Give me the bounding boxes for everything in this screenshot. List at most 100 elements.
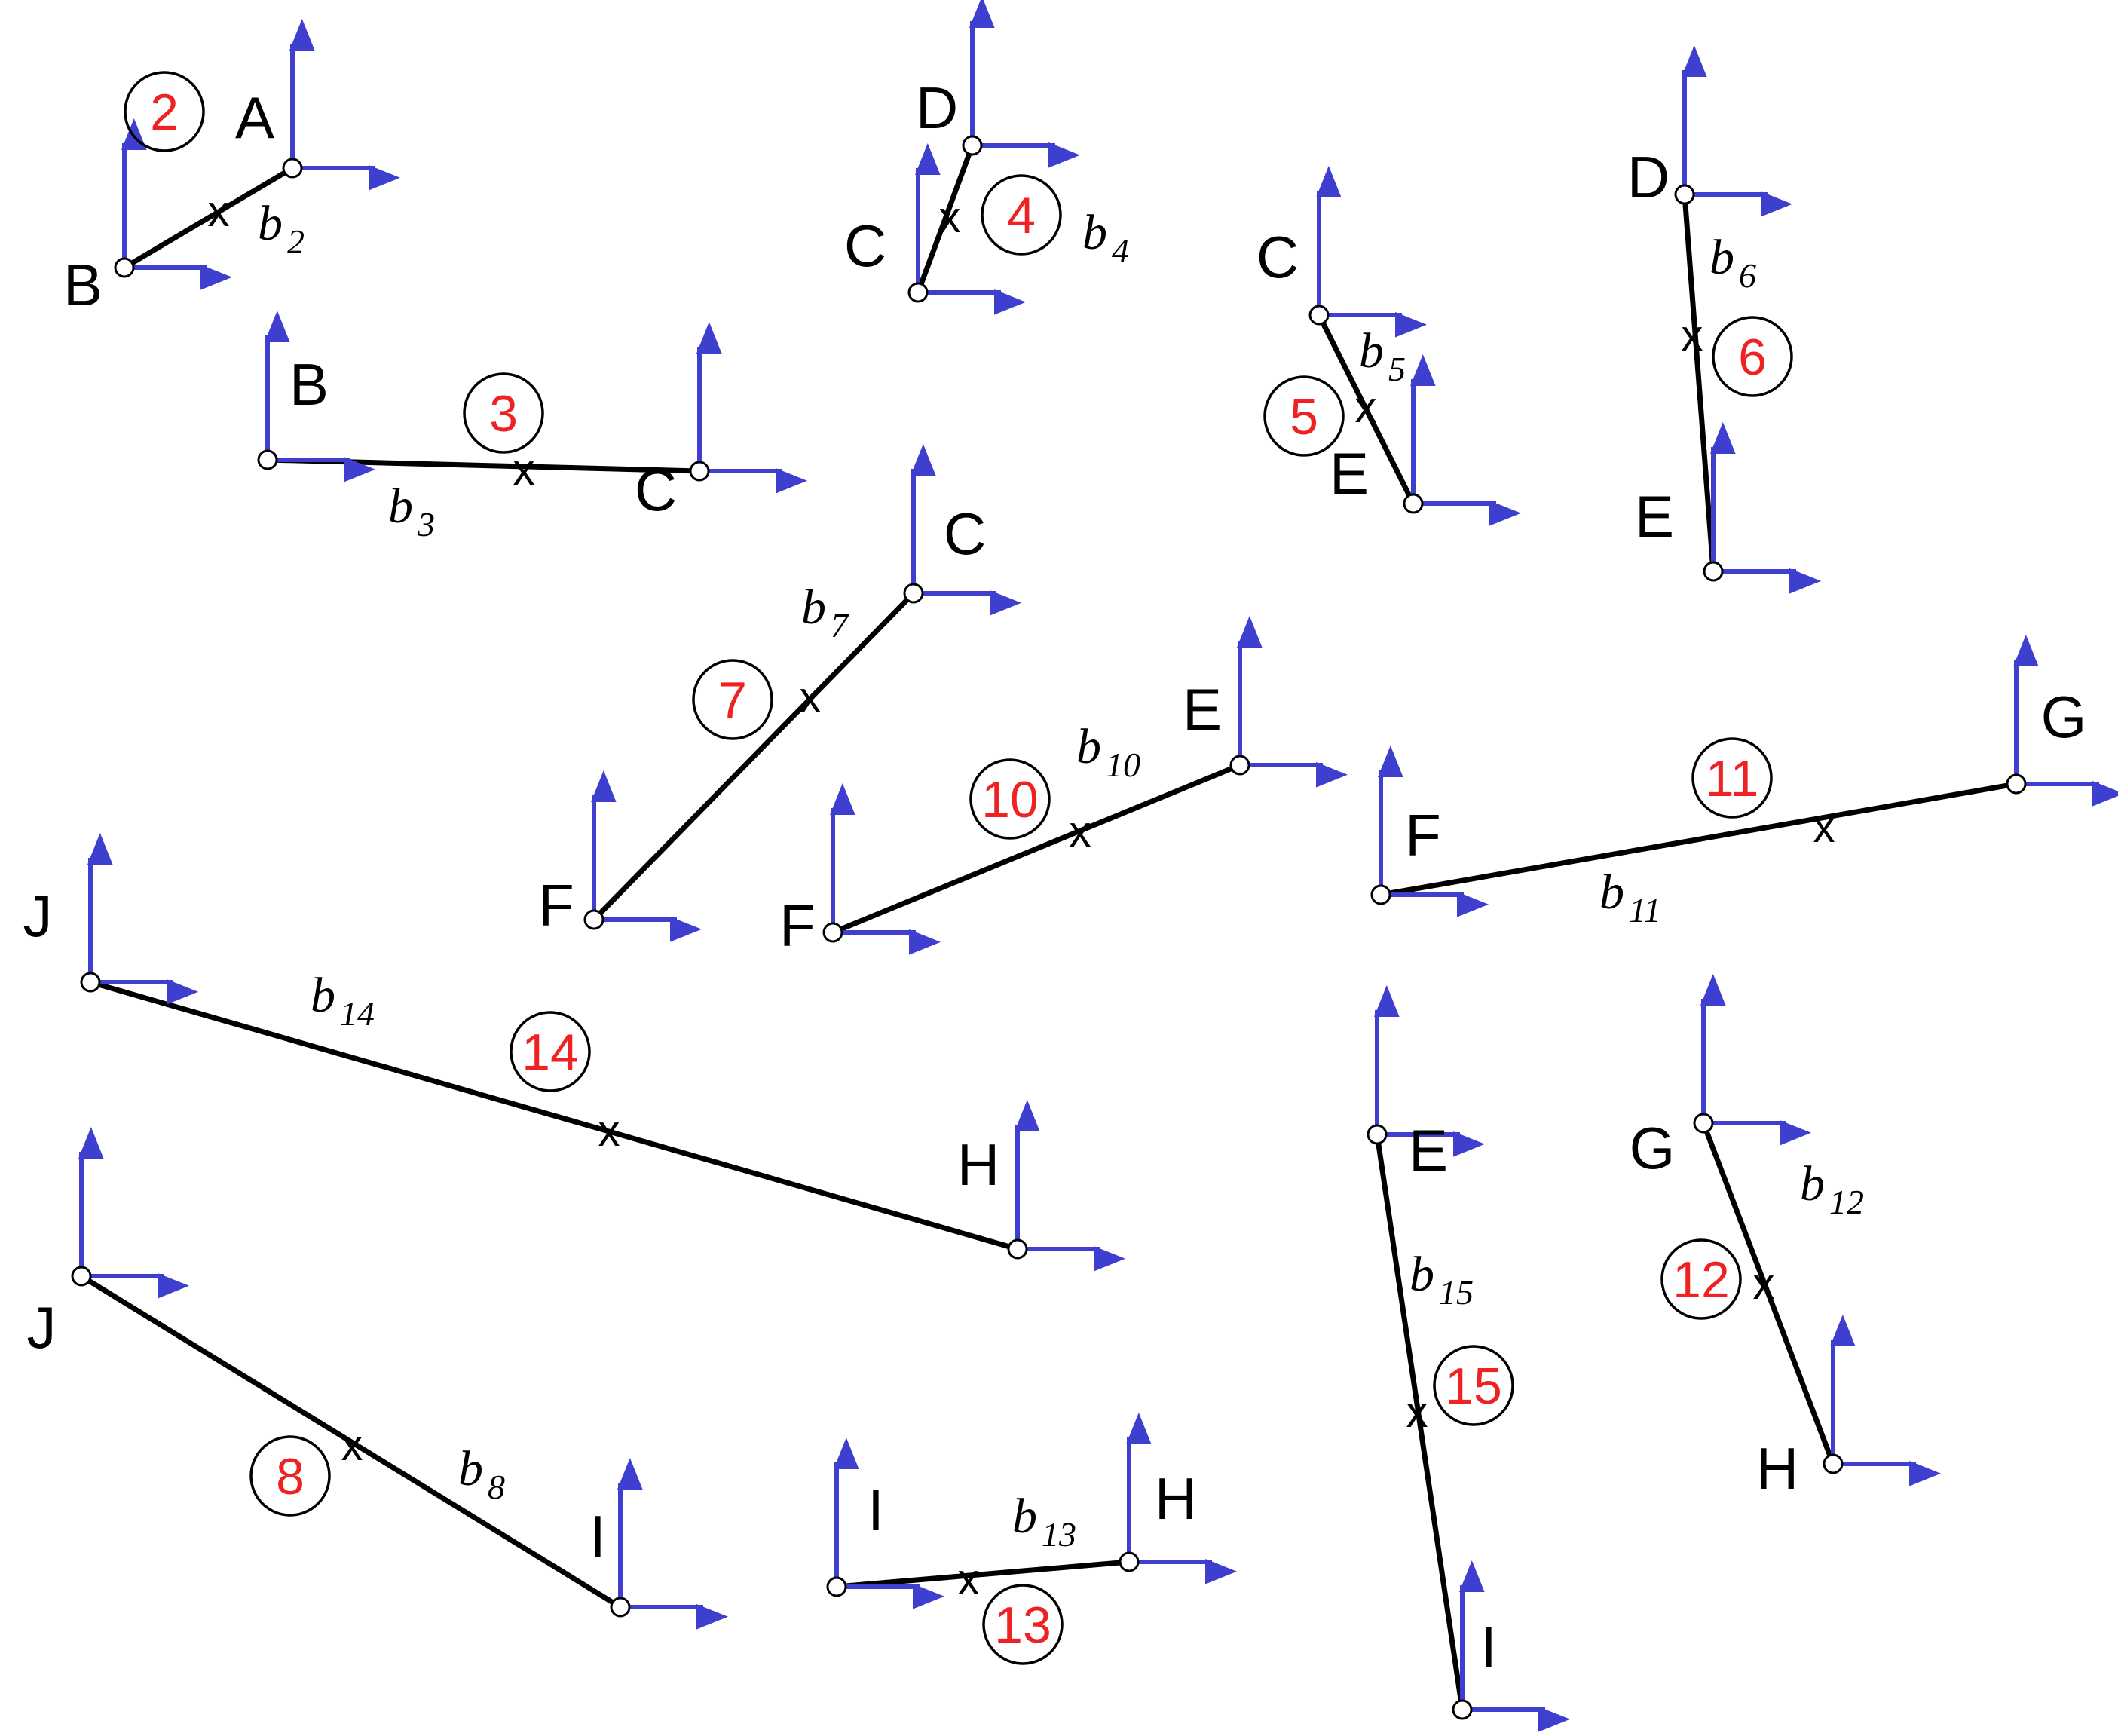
member-line (591, 590, 917, 923)
start-node (257, 449, 278, 470)
midpoint-marker: x (208, 187, 230, 236)
end-node-label: C (635, 457, 677, 523)
end-node (903, 583, 924, 604)
member-line (915, 142, 975, 295)
end-node (689, 461, 710, 482)
element-number: 14 (522, 1024, 579, 1081)
midpoint-marker: x (939, 193, 961, 242)
midpoint-marker: x (513, 445, 535, 494)
member-line (78, 1273, 623, 1610)
element-number: 7 (718, 672, 747, 729)
end-node (1119, 1551, 1140, 1572)
element-number: 11 (1706, 750, 1759, 807)
end-node-label: E (1635, 483, 1674, 550)
element-number-circle (124, 71, 205, 152)
member-line (87, 979, 1021, 1252)
start-node-label: D (1627, 144, 1670, 210)
start-node-label: F (1405, 802, 1441, 868)
end-node-label: E (1330, 440, 1369, 507)
element-number: 4 (1007, 187, 1036, 244)
midpoint-marker: x (1682, 311, 1703, 360)
start-node (583, 909, 604, 930)
element-number-circle (1712, 316, 1793, 397)
element-number: 13 (994, 1597, 1051, 1654)
midpoint-marker: x (958, 1555, 980, 1604)
element-number-circle (1433, 1345, 1514, 1426)
end-node (2006, 773, 2027, 795)
start-node (907, 282, 929, 303)
member-line (830, 762, 1243, 935)
member-line (1700, 1120, 1836, 1467)
midpoint-marker: x (1753, 1260, 1775, 1309)
end-node-label: A (235, 84, 274, 151)
end-node (610, 1597, 631, 1618)
start-node-label: F (779, 892, 816, 959)
end-node (1007, 1238, 1028, 1260)
start-node (1367, 1124, 1388, 1145)
start-node-label: E (1409, 1117, 1448, 1183)
end-node (1452, 1699, 1473, 1720)
start-node (1693, 1113, 1714, 1134)
element-number-circle (510, 1011, 591, 1092)
element-number-circle (1660, 1238, 1742, 1320)
end-node-label: D (916, 75, 958, 141)
start-node-label: B (63, 252, 103, 318)
end-node-label: I (589, 1503, 606, 1569)
member-line (121, 165, 295, 271)
midpoint-marker: x (1813, 803, 1835, 852)
member-line (1378, 781, 2019, 898)
end-node (1823, 1453, 1844, 1474)
element-number: 10 (981, 771, 1039, 828)
element-number: 3 (489, 385, 518, 442)
element-number-circle (981, 174, 1062, 256)
start-node-label: I (868, 1477, 884, 1543)
start-node (80, 972, 101, 993)
start-node (71, 1266, 92, 1287)
element-number-circle (1691, 737, 1773, 819)
end-node-label: C (944, 501, 986, 567)
end-node (962, 135, 983, 156)
element-number-circle (249, 1435, 331, 1517)
start-node (822, 922, 843, 943)
midpoint-marker: x (1070, 807, 1091, 856)
start-node-label: B (289, 351, 329, 418)
start-node-label: F (538, 872, 574, 938)
end-node-label: H (1155, 1465, 1197, 1532)
element-number: 2 (150, 84, 179, 141)
start-node (114, 257, 135, 278)
start-node (1370, 884, 1391, 905)
end-node-label: I (1480, 1614, 1497, 1680)
end-node (1403, 493, 1424, 514)
end-node-label: E (1183, 676, 1222, 742)
end-node-label: H (957, 1131, 999, 1198)
element-number-circle (982, 1584, 1064, 1665)
element-number: 12 (1673, 1251, 1730, 1309)
midpoint-marker: x (1355, 383, 1377, 432)
start-node (1674, 184, 1695, 205)
end-node-label: H (1756, 1435, 1798, 1502)
start-node (1308, 305, 1330, 326)
